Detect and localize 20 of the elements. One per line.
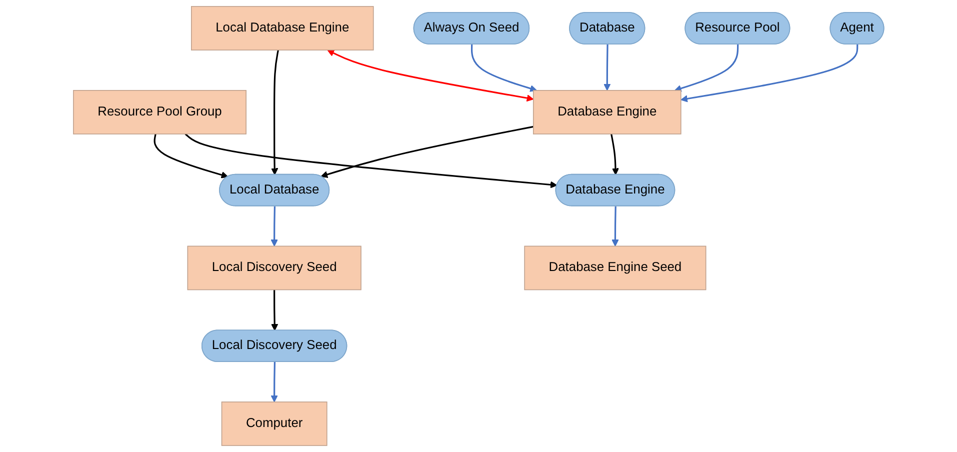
node-box: Database Engine — [532, 90, 682, 134]
arrow — [470, 44, 537, 92]
arrow — [154, 134, 228, 178]
arrow — [184, 133, 558, 188]
arrow — [270, 50, 279, 176]
arrow — [612, 206, 619, 246]
node-box: Database Engine Seed — [524, 246, 706, 290]
node-box: Local Database Engine — [190, 6, 374, 50]
arrow — [680, 44, 858, 102]
node-box: Computer — [221, 402, 328, 446]
arrow — [603, 44, 611, 91]
arrow — [270, 290, 278, 331]
arrow — [270, 362, 278, 402]
arrow — [327, 50, 534, 102]
node-box: Resource Pool Group — [72, 90, 246, 134]
arrow — [270, 206, 278, 246]
node-box: Local Discovery Seed — [187, 246, 362, 290]
arrow — [610, 134, 619, 176]
arrow — [320, 126, 534, 178]
arrow — [674, 44, 738, 92]
